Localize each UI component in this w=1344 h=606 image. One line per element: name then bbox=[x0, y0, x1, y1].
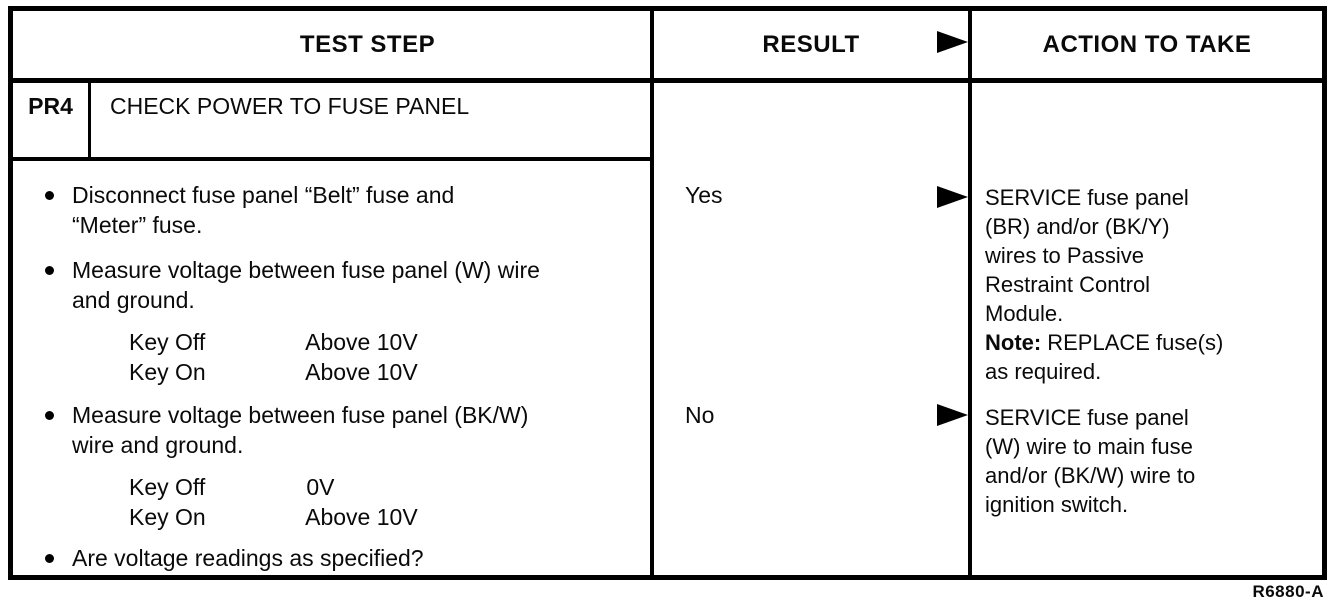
test-step-item-measure-w-wire: Measure voltage between fuse panel (W) w… bbox=[45, 255, 540, 315]
action-text-line: Restraint Control bbox=[985, 272, 1151, 297]
reading-key: Key Off bbox=[129, 474, 206, 500]
column-header-result: RESULT bbox=[762, 31, 860, 58]
column-header-test-step: TEST STEP bbox=[299, 31, 436, 58]
bullet-icon bbox=[45, 411, 54, 420]
header-separator-line bbox=[13, 78, 1322, 83]
reading-key: Key On bbox=[129, 359, 206, 385]
reading-row: Key Off 0V bbox=[129, 472, 418, 502]
action-text-line: SERVICE fuse panel bbox=[985, 185, 1189, 210]
column-divider-result-action bbox=[968, 11, 972, 575]
reading-value: Above 10V bbox=[305, 329, 418, 355]
action-no-block: SERVICE fuse panel (W) wire to main fuse… bbox=[985, 403, 1315, 519]
column-header-action-to-take: ACTION TO TAKE bbox=[1042, 31, 1252, 58]
action-text-line: (BR) and/or (BK/Y) bbox=[985, 214, 1170, 239]
action-text-line: and/or (BK/W) wire to bbox=[985, 463, 1196, 488]
reading-key: Key Off bbox=[129, 329, 206, 355]
reading-value: Above 10V bbox=[305, 359, 418, 385]
step-id-divider bbox=[88, 83, 91, 157]
reading-row: Key Off Above 10V bbox=[129, 327, 418, 357]
figure-reference: R6880-A bbox=[1252, 582, 1324, 601]
reading-row: Key On Above 10V bbox=[129, 357, 418, 387]
test-step-text-line: “Meter” fuse. bbox=[72, 212, 203, 238]
action-yes-block: SERVICE fuse panel (BR) and/or (BK/Y) wi… bbox=[985, 183, 1315, 386]
bullet-icon bbox=[45, 554, 54, 563]
bullet-icon bbox=[45, 266, 54, 275]
result-arrow-icon bbox=[937, 31, 968, 53]
action-text-line: ignition switch. bbox=[985, 492, 1129, 517]
test-step-text-line: Measure voltage between fuse panel (BK/W… bbox=[72, 402, 529, 428]
action-note-line: Note:REPLACE fuse(s) bbox=[985, 328, 1315, 357]
test-step-item-measure-bkw-wire: Measure voltage between fuse panel (BK/W… bbox=[45, 400, 528, 460]
test-step-text-line: Disconnect fuse panel “Belt” fuse and bbox=[72, 182, 455, 208]
step-id: PR4 bbox=[28, 93, 73, 119]
voltage-readings-table: Key Off 0V Key On Above 10V bbox=[129, 472, 418, 532]
column-divider-test-result bbox=[650, 11, 654, 575]
test-step-text-line: Measure voltage between fuse panel (W) w… bbox=[72, 257, 540, 283]
test-step-text-line: Are voltage readings as specified? bbox=[72, 545, 424, 571]
voltage-readings-table: Key Off Above 10V Key On Above 10V bbox=[129, 327, 418, 387]
action-note-line: as required. bbox=[985, 359, 1102, 384]
note-text: REPLACE fuse(s) bbox=[1047, 330, 1224, 355]
action-text-line: (W) wire to main fuse bbox=[985, 434, 1193, 459]
result-no-label: No bbox=[685, 402, 715, 428]
result-yes-label: Yes bbox=[685, 182, 723, 208]
test-step-item-question: Are voltage readings as specified? bbox=[45, 543, 424, 573]
test-step-text-line: and ground. bbox=[72, 287, 195, 313]
bullet-icon bbox=[45, 191, 54, 200]
action-text-line: SERVICE fuse panel bbox=[985, 405, 1189, 430]
test-step-item-disconnect-fuses: Disconnect fuse panel “Belt” fuse and “M… bbox=[45, 180, 454, 240]
reading-key: Key On bbox=[129, 504, 206, 530]
note-label: Note: bbox=[985, 330, 1042, 355]
result-no-arrow-icon bbox=[937, 404, 968, 426]
step-title: CHECK POWER TO FUSE PANEL bbox=[110, 93, 470, 119]
diagnostic-table: TEST STEP RESULT ACTION TO TAKE PR4 CHEC… bbox=[8, 6, 1327, 580]
test-step-text-line: wire and ground. bbox=[72, 432, 244, 458]
step-row-separator-line bbox=[13, 157, 654, 161]
reading-row: Key On Above 10V bbox=[129, 502, 418, 532]
result-yes-arrow-icon bbox=[937, 186, 968, 208]
reading-value: 0V bbox=[306, 474, 335, 500]
reading-value: Above 10V bbox=[305, 504, 418, 530]
action-text-line: Module. bbox=[985, 301, 1064, 326]
action-text-line: wires to Passive bbox=[985, 243, 1144, 268]
